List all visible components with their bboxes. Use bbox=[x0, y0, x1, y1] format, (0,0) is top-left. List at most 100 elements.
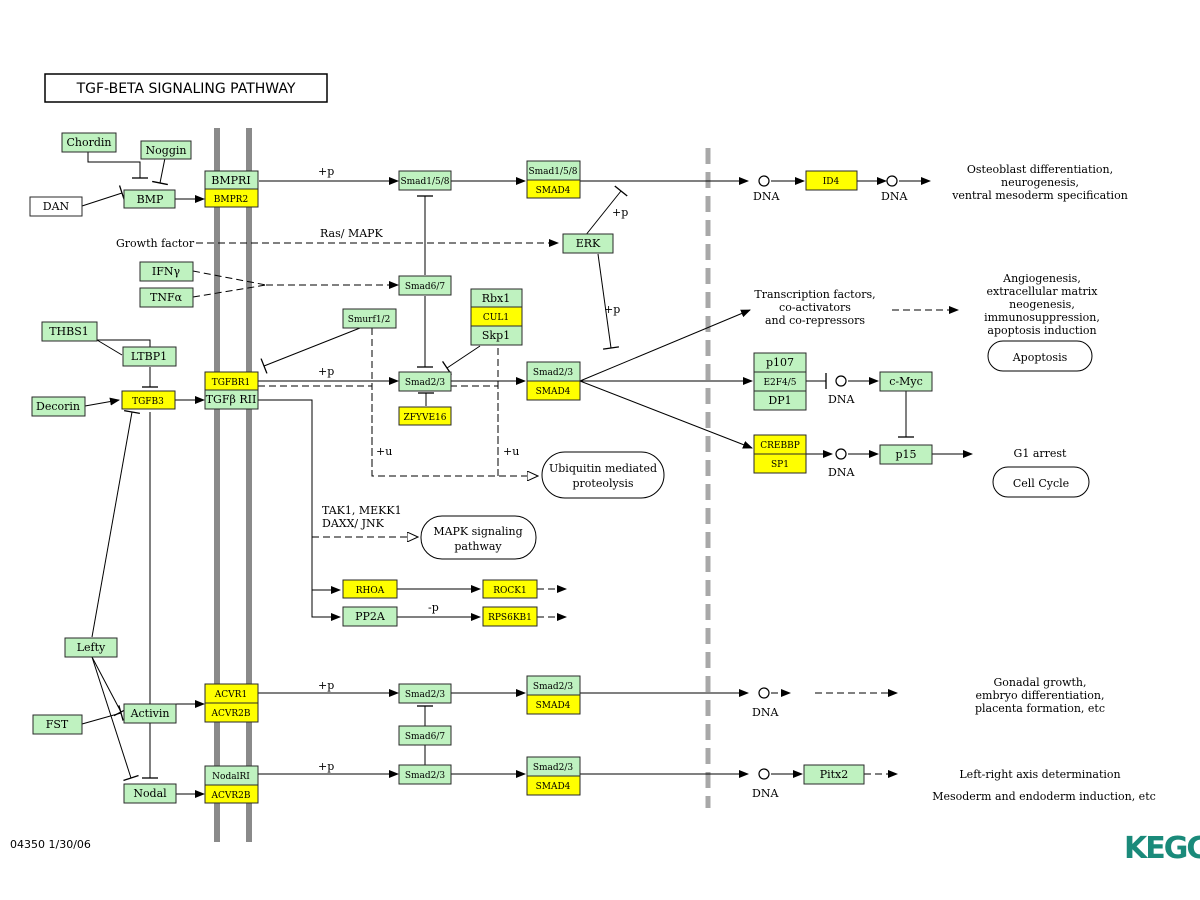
svg-text:SP1: SP1 bbox=[771, 460, 789, 470]
gene-node-p107[interactable]: p107 bbox=[753, 352, 807, 373]
svg-text:TNFα: TNFα bbox=[150, 291, 183, 304]
svg-text:DNA: DNA bbox=[828, 393, 855, 406]
gene-node-noggin[interactable]: Noggin bbox=[140, 140, 192, 160]
gene-node-pitx2[interactable]: Pitx2 bbox=[803, 764, 865, 785]
gene-node-ltbp1[interactable]: LTBP1 bbox=[122, 346, 177, 367]
oval-cell-cycle[interactable]: Cell Cycle bbox=[992, 466, 1090, 498]
gene-node-smad67[interactable]: Smad6/7 bbox=[398, 275, 452, 296]
svg-text:ACVR2B: ACVR2B bbox=[210, 709, 250, 719]
gene-node-smad23f[interactable]: Smad2/3 bbox=[526, 756, 581, 777]
gene-node-smad23b[interactable]: Smad2/3 bbox=[526, 361, 581, 382]
gene-node-decorin[interactable]: Decorin bbox=[31, 396, 86, 417]
gene-node-dp1[interactable]: DP1 bbox=[753, 390, 807, 411]
svg-text:extracellular matrix: extracellular matrix bbox=[987, 285, 1099, 298]
svg-text:apoptosis induction: apoptosis induction bbox=[987, 324, 1096, 337]
svg-text:DNA: DNA bbox=[881, 190, 908, 203]
gene-node-p15[interactable]: p15 bbox=[879, 444, 933, 465]
svg-text:DNA: DNA bbox=[828, 466, 855, 479]
svg-text:RHOA: RHOA bbox=[356, 586, 385, 596]
gene-node-smad4-tgfb[interactable]: SMAD4 bbox=[526, 380, 581, 401]
svg-text:TAK1, MEKK1: TAK1, MEKK1 bbox=[322, 504, 402, 517]
oval-ubiquitin-proteolysis[interactable]: Ubiquitin mediated proteolysis bbox=[541, 451, 665, 499]
gene-node-activin[interactable]: Activin bbox=[123, 703, 177, 724]
svg-text:Smad2/3: Smad2/3 bbox=[533, 682, 574, 692]
svg-text:Gonadal growth,: Gonadal growth, bbox=[993, 676, 1086, 689]
gene-node-smad23[interactable]: Smad2/3 bbox=[398, 371, 452, 392]
gene-node-smad158b[interactable]: Smad1/5/8 bbox=[526, 160, 581, 181]
gene-node-skp1[interactable]: Skp1 bbox=[470, 325, 523, 346]
svg-text:NodalRI: NodalRI bbox=[212, 772, 250, 782]
gene-node-smad158[interactable]: Smad1/5/8 bbox=[398, 170, 452, 191]
gene-node-lefty[interactable]: Lefty bbox=[64, 637, 118, 658]
gene-node-smad4-activin[interactable]: SMAD4 bbox=[526, 694, 581, 715]
gene-node-acvr2b[interactable]: ACVR2B bbox=[204, 702, 259, 723]
svg-text:Rbx1: Rbx1 bbox=[482, 292, 511, 305]
gene-node-sp1[interactable]: SP1 bbox=[753, 453, 807, 474]
svg-text:DP1: DP1 bbox=[768, 394, 791, 407]
svg-text:+p: +p bbox=[318, 165, 334, 178]
gene-node-tgfb3[interactable]: TGFB3 bbox=[121, 390, 176, 410]
gene-node-smad23c[interactable]: Smad2/3 bbox=[398, 683, 452, 704]
svg-text:TGFB3: TGFB3 bbox=[132, 397, 164, 407]
gene-node-ifng[interactable]: IFNγ bbox=[139, 261, 194, 282]
svg-text:Angiogenesis,: Angiogenesis, bbox=[1002, 272, 1081, 285]
gene-node-e2f45[interactable]: E2F4/5 bbox=[753, 371, 807, 392]
gene-node-tgfbr2[interactable]: TGFβ RII bbox=[204, 389, 259, 410]
gene-node-smurf[interactable]: Smurf1/2 bbox=[342, 308, 397, 329]
svg-text:Pitx2: Pitx2 bbox=[820, 768, 849, 781]
svg-text:Mesoderm and endoderm inductio: Mesoderm and endoderm induction, etc bbox=[932, 790, 1156, 803]
gene-node-tgfbr1[interactable]: TGFBR1 bbox=[204, 371, 259, 391]
gene-node-zfyve16[interactable]: ZFYVE16 bbox=[398, 406, 452, 426]
dna-circle bbox=[835, 448, 847, 460]
svg-text:Smad1/5/8: Smad1/5/8 bbox=[528, 167, 577, 177]
gene-node-tnfa[interactable]: TNFα bbox=[139, 287, 194, 308]
gene-node-smad67b[interactable]: Smad6/7 bbox=[398, 725, 452, 746]
gene-node-cmyc[interactable]: c-Myc bbox=[879, 371, 933, 392]
svg-text:proteolysis: proteolysis bbox=[572, 477, 633, 490]
gene-node-crebbp[interactable]: CREBBP bbox=[753, 434, 807, 455]
gene-node-nodal[interactable]: Nodal bbox=[123, 783, 177, 804]
gene-node-id4[interactable]: ID4 bbox=[805, 170, 858, 191]
svg-text:Activin: Activin bbox=[130, 707, 170, 720]
svg-text:Apoptosis: Apoptosis bbox=[1012, 351, 1068, 364]
svg-text:neurogenesis,: neurogenesis, bbox=[1001, 176, 1079, 189]
gene-node-nodalr1[interactable]: NodalRI bbox=[204, 765, 259, 786]
svg-text:THBS1: THBS1 bbox=[49, 325, 89, 338]
gene-node-rbx1[interactable]: Rbx1 bbox=[470, 288, 523, 308]
gene-node-rock1[interactable]: ROCK1 bbox=[482, 579, 538, 599]
gene-node-rhoa[interactable]: RHOA bbox=[342, 579, 398, 599]
svg-text:ACVR1: ACVR1 bbox=[214, 690, 247, 700]
svg-text:DAN: DAN bbox=[43, 200, 70, 213]
gene-node-erk[interactable]: ERK bbox=[562, 233, 614, 254]
gene-node-chordin[interactable]: Chordin bbox=[61, 132, 117, 153]
gene-node-acvr1[interactable]: ACVR1 bbox=[204, 683, 259, 704]
oval-apoptosis[interactable]: Apoptosis bbox=[987, 340, 1093, 372]
gene-node-smad23d[interactable]: Smad2/3 bbox=[526, 675, 581, 696]
svg-text:BMP: BMP bbox=[137, 193, 164, 206]
svg-text:Lefty: Lefty bbox=[77, 641, 106, 654]
gene-node-dan[interactable]: DAN bbox=[29, 196, 83, 217]
gene-node-smad23e[interactable]: Smad2/3 bbox=[398, 764, 452, 785]
gene-node-bmpr1[interactable]: BMPRI bbox=[204, 170, 259, 190]
svg-text:+u: +u bbox=[503, 445, 519, 458]
svg-text:LTBP1: LTBP1 bbox=[131, 350, 167, 363]
svg-text:SMAD4: SMAD4 bbox=[536, 782, 571, 792]
oval-mapk-signaling[interactable]: MAPK signaling pathway bbox=[420, 515, 537, 560]
gene-node-smad4-bmp[interactable]: SMAD4 bbox=[526, 179, 581, 199]
svg-text:Ubiquitin mediated: Ubiquitin mediated bbox=[549, 462, 657, 475]
gene-node-acvr2b-nodal[interactable]: ACVR2B bbox=[204, 784, 259, 804]
kegg-logo: KEGG bbox=[1124, 831, 1200, 866]
svg-text:DNA: DNA bbox=[752, 706, 779, 719]
page-title: TGF-BETA SIGNALING PATHWAY bbox=[76, 81, 296, 97]
gene-node-bmp[interactable]: BMP bbox=[123, 189, 176, 209]
gene-node-fst[interactable]: FST bbox=[32, 714, 83, 735]
gene-node-cul1[interactable]: CUL1 bbox=[470, 306, 523, 327]
gene-node-smad4-nodal[interactable]: SMAD4 bbox=[526, 775, 581, 796]
svg-text:Smad2/3: Smad2/3 bbox=[533, 763, 574, 773]
svg-text:+p: +p bbox=[318, 365, 334, 378]
gene-node-pp2a[interactable]: PP2A bbox=[342, 606, 398, 627]
gene-node-bmpr2[interactable]: BMPR2 bbox=[204, 188, 259, 208]
gene-node-rps6kb1[interactable]: RPS6KB1 bbox=[482, 606, 538, 627]
gene-node-thbs1[interactable]: THBS1 bbox=[41, 321, 98, 342]
